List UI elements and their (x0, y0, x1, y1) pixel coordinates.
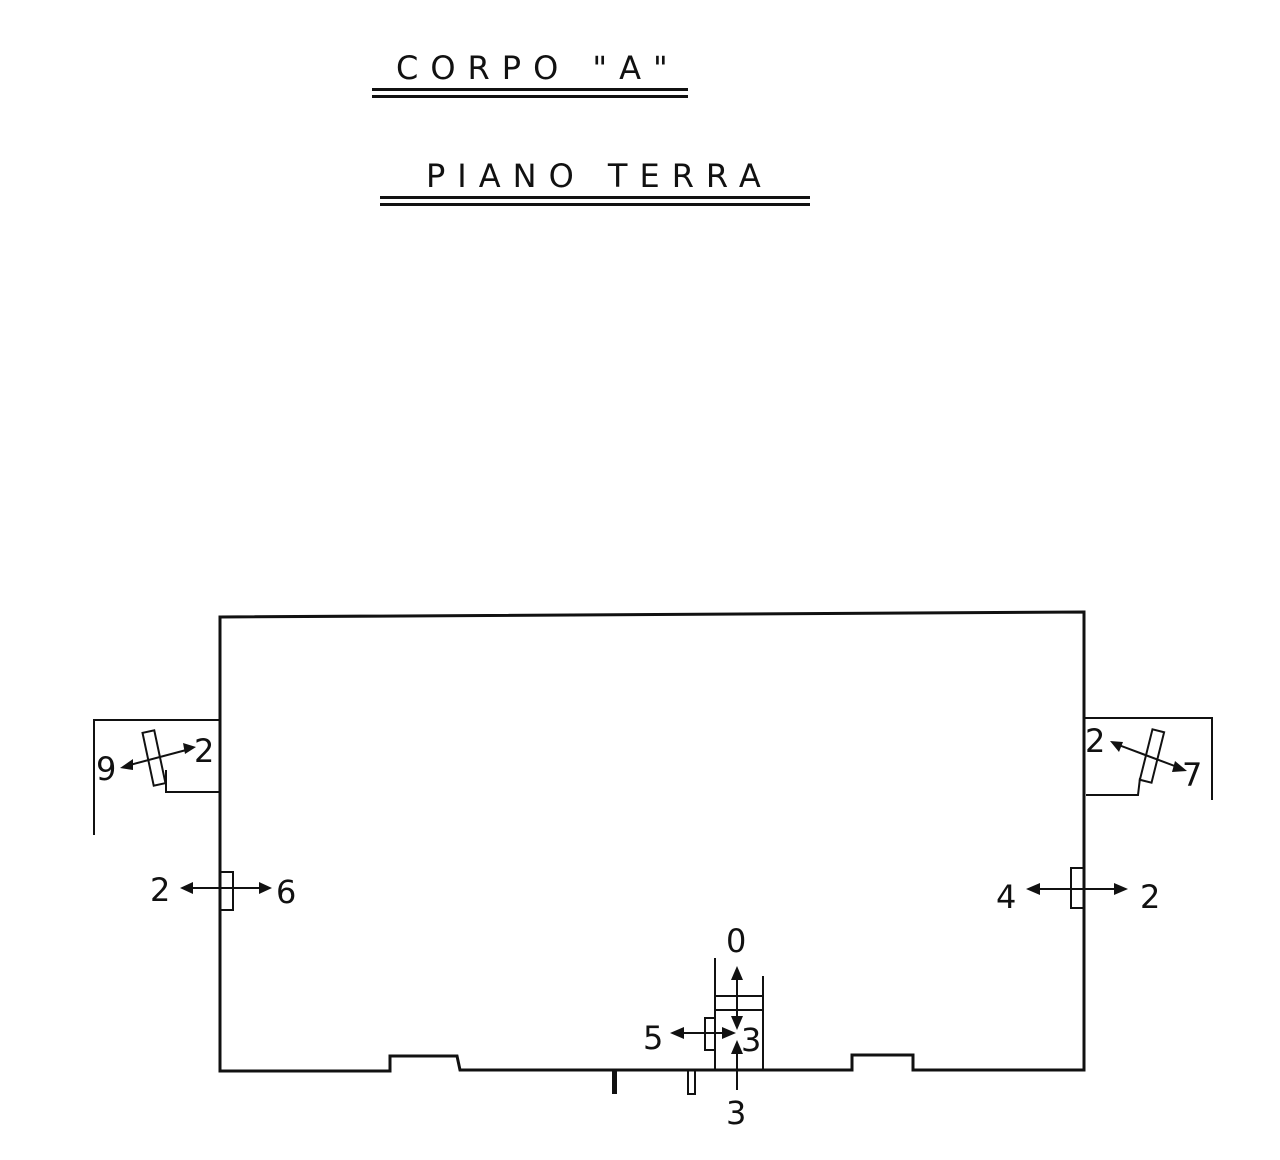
floor-subtitle: PIANO TERRA (426, 157, 773, 195)
label-west-stair-right: 2 (194, 732, 214, 770)
west-landing-line (165, 770, 220, 793)
title-underline-upper (372, 88, 688, 91)
east-stair-arrows (1110, 741, 1187, 772)
label-east-stair-left: 2 (1085, 722, 1105, 760)
label-west-stair-left: 9 (96, 750, 116, 788)
title-underline-lower (372, 95, 688, 98)
south-post (612, 1070, 617, 1094)
east-door-leaf (1138, 728, 1166, 784)
west-stair-arrows (120, 743, 196, 770)
south-stair (704, 958, 764, 1070)
building-outline (218, 610, 1086, 1073)
label-south-stair-top: 0 (726, 922, 746, 960)
east-landing-line (1086, 777, 1141, 796)
south-stair-arrows (670, 966, 743, 1090)
west-door (219, 871, 234, 911)
east-annex-outline (1084, 717, 1213, 800)
subtitle-underline-upper (380, 196, 810, 199)
label-west-door-left: 2 (150, 871, 170, 909)
south-post (687, 1070, 696, 1095)
west-annex-outline (93, 719, 220, 835)
label-south-stair-bottom: 3 (726, 1094, 746, 1132)
label-east-door-right: 2 (1140, 878, 1160, 916)
west-door-arrows (180, 882, 272, 894)
label-west-door-right: 6 (276, 873, 296, 911)
subtitle-underline-lower (380, 203, 810, 206)
label-east-door-left: 4 (996, 878, 1016, 916)
east-door-arrows (1026, 883, 1128, 895)
label-south-stair-center: 3 (741, 1021, 761, 1059)
label-east-stair-right: 7 (1182, 756, 1202, 794)
drawing-title: CORPO "A" (396, 49, 680, 87)
label-south-stair-left: 5 (643, 1019, 663, 1057)
